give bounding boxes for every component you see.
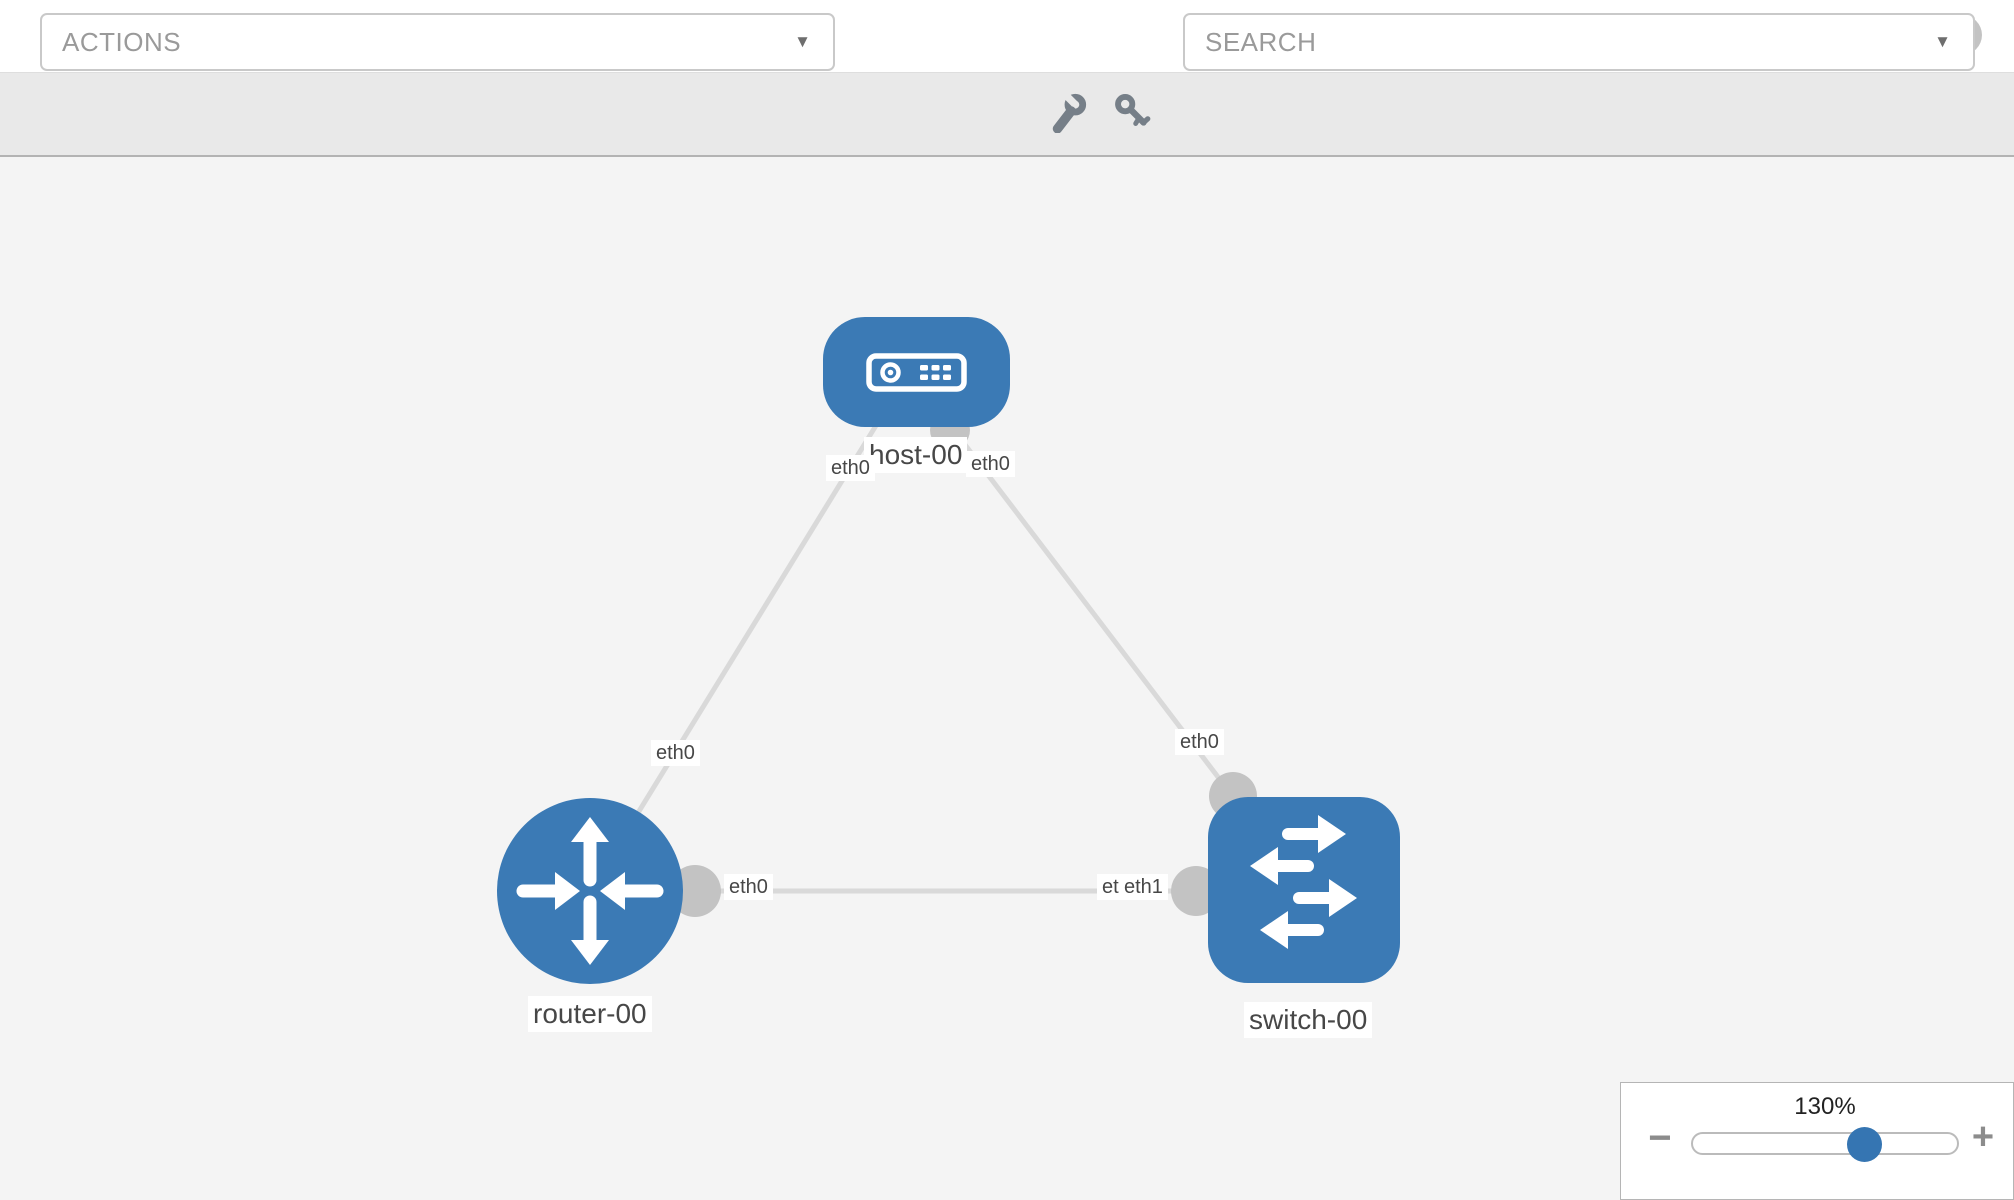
- interface-label-host-to-router: eth0: [826, 455, 875, 481]
- host-icon: [866, 353, 967, 392]
- node-label-switch-00: switch-00: [1244, 1002, 1373, 1038]
- toolbar: [0, 72, 2014, 157]
- zoom-slider-track[interactable]: [1691, 1132, 1959, 1155]
- chevron-down-icon: ▼: [1934, 32, 1951, 51]
- topology-canvas[interactable]: host-00 router-00 switch-00 eth0 eth0 et…: [0, 157, 2014, 1200]
- node-label-router-00: router-00: [528, 996, 652, 1032]
- search-dropdown-label: SEARCH: [1205, 26, 1317, 57]
- actions-dropdown[interactable]: ACTIONS ▼: [40, 13, 835, 71]
- topology-svg: [497, 317, 1400, 984]
- switch-icon: [1250, 815, 1357, 949]
- interface-label-switch-to-router: eth1: [1119, 874, 1168, 900]
- actions-dropdown-label: ACTIONS: [62, 26, 182, 57]
- node-switch-00[interactable]: [1208, 797, 1400, 983]
- zoom-in-button[interactable]: +: [1965, 1116, 2001, 1158]
- minus-icon: −: [1648, 1115, 1672, 1160]
- zoom-slider-knob[interactable]: [1847, 1127, 1882, 1162]
- node-host-00[interactable]: [823, 317, 1010, 427]
- node-router-00[interactable]: [497, 798, 683, 984]
- wrench-icon: [1047, 91, 1089, 138]
- zoom-level: 130%: [1794, 1093, 1856, 1120]
- zoom-panel: 130% − +: [1620, 1082, 2014, 1200]
- interface-label-host-to-switch: eth0: [966, 451, 1015, 477]
- zoom-out-button[interactable]: −: [1643, 1116, 1677, 1160]
- key-icon: [1111, 91, 1153, 138]
- search-dropdown[interactable]: SEARCH ▼: [1183, 13, 1975, 71]
- interface-label-router-to-host: eth0: [651, 740, 700, 766]
- chevron-down-icon: ▼: [794, 32, 811, 51]
- credentials-button[interactable]: [1108, 88, 1156, 140]
- configure-button[interactable]: [1044, 88, 1092, 140]
- node-label-host-00: host-00: [864, 437, 968, 473]
- interface-label-switch-to-host: eth0: [1175, 729, 1224, 755]
- router-icon: [516, 817, 664, 965]
- interface-label-router-to-switch: eth0: [724, 874, 773, 900]
- plus-icon: +: [1971, 1115, 1995, 1158]
